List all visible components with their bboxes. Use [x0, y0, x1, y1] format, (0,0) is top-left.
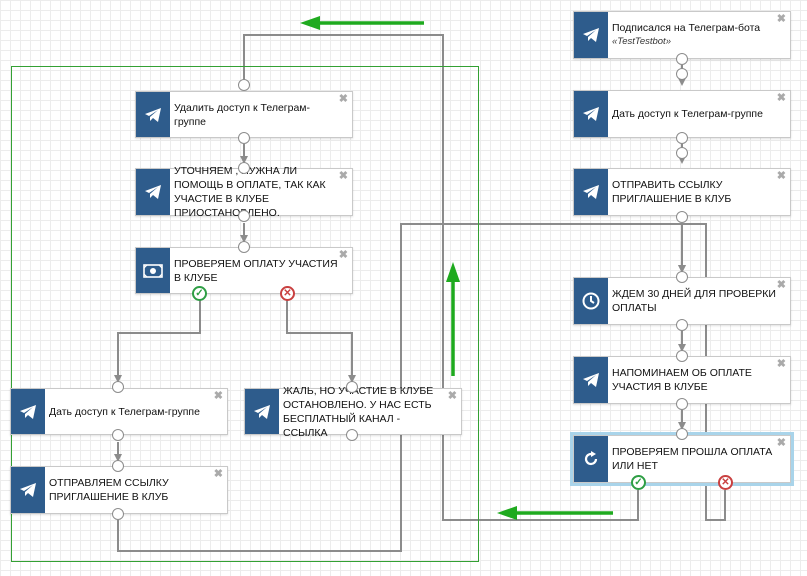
output-port[interactable]	[346, 429, 358, 441]
telegram-icon	[574, 12, 608, 58]
close-icon[interactable]: ✖	[776, 437, 786, 449]
annotation-arrow-left-top-head	[300, 16, 320, 30]
node-title: Подписался на Телеграм-бота	[612, 22, 761, 34]
input-port[interactable]	[238, 241, 250, 253]
output-port[interactable]	[676, 211, 688, 223]
close-icon[interactable]: ✖	[338, 249, 348, 261]
telegram-icon	[574, 169, 608, 215]
output-port[interactable]	[676, 132, 688, 144]
node-title: ПРОВЕРЯЕМ ОПЛАТУ УЧАСТИЯ В КЛУБЕ	[174, 257, 338, 284]
annotation-arrow-up-head	[446, 262, 460, 282]
input-port[interactable]	[112, 381, 124, 393]
node-send-invite-left[interactable]: ОТПРАВЛЯЕМ ССЫЛКУ ПРИГЛАШЕНИЕ В КЛУБ ✖	[10, 466, 228, 514]
connector	[682, 223, 726, 521]
connector	[286, 300, 356, 383]
node-title: Удалить доступ к Телеграм-группе	[174, 101, 311, 128]
node-title: НАПОМИНАЕМ ОБ ОПЛАТЕ УЧАСТИЯ В КЛУБЕ	[612, 367, 752, 393]
close-icon[interactable]: ✖	[447, 390, 457, 402]
output-port[interactable]	[676, 53, 688, 65]
output-port[interactable]	[676, 398, 688, 410]
output-port[interactable]	[112, 429, 124, 441]
input-port[interactable]	[676, 271, 688, 283]
node-club-stopped[interactable]: ЖАЛЬ, НО УЧАСТИЕ В КЛУБЕ ОСТАНОВЛЕНО. У …	[244, 385, 462, 439]
input-port[interactable]	[112, 460, 124, 472]
telegram-icon	[574, 357, 608, 403]
node-ask-help[interactable]: УТОЧНЯЕМ , НУЖНА ЛИ ПОМОЩЬ В ОПЛАТЕ, ТАК…	[135, 165, 353, 219]
refresh-icon	[574, 436, 608, 482]
node-wait-30-days[interactable]: ЖДЕМ 30 ДНЕЙ ДЛЯ ПРОВЕРКИ ОПЛАТЫ ✖	[573, 277, 791, 325]
condition-yes-icon[interactable]: ✓	[631, 475, 646, 490]
node-title: ОТПРАВЛЯЕМ ССЫЛКУ ПРИГЛАШЕНИЕ В КЛУБ	[49, 477, 169, 503]
node-give-access-left[interactable]: Дать доступ к Телеграм-группе ✖	[10, 388, 228, 435]
input-port[interactable]	[676, 68, 688, 80]
input-port[interactable]	[238, 79, 250, 91]
close-icon[interactable]: ✖	[338, 170, 348, 182]
close-icon[interactable]: ✖	[776, 279, 786, 291]
node-title: Дать доступ к Телеграм-группе	[612, 108, 763, 120]
connector	[114, 300, 201, 383]
node-payment-reminder[interactable]: НАПОМИНАЕМ ОБ ОПЛАТЕ УЧАСТИЯ В КЛУБЕ ✖	[573, 356, 791, 404]
node-give-access[interactable]: Дать доступ к Телеграм-группе ✖	[573, 90, 791, 138]
condition-no-icon[interactable]: ✕	[718, 475, 733, 490]
input-port[interactable]	[676, 147, 688, 159]
node-check-club-payment[interactable]: ПРОВЕРЯЕМ ОПЛАТУ УЧАСТИЯ В КЛУБЕ ✖	[135, 247, 353, 294]
telegram-icon	[574, 91, 608, 137]
node-subtitle: «TestTestbot»	[612, 36, 671, 47]
connector	[240, 34, 639, 521]
output-port[interactable]	[112, 508, 124, 520]
close-icon[interactable]: ✖	[213, 390, 223, 402]
telegram-icon	[11, 467, 45, 513]
input-port[interactable]	[238, 162, 250, 174]
close-icon[interactable]: ✖	[338, 93, 348, 105]
close-icon[interactable]: ✖	[776, 358, 786, 370]
input-port[interactable]	[676, 428, 688, 440]
node-title: ОТПРАВИТЬ ССЫЛКУ ПРИГЛАШЕНИЕ В КЛУБ	[612, 179, 732, 205]
input-port[interactable]	[346, 381, 358, 393]
condition-no-icon[interactable]: ✕	[280, 286, 295, 301]
output-port[interactable]	[238, 132, 250, 144]
node-title: ЖДЕМ 30 ДНЕЙ ДЛЯ ПРОВЕРКИ ОПЛАТЫ	[612, 288, 776, 314]
telegram-icon	[136, 169, 170, 215]
close-icon[interactable]: ✖	[776, 13, 786, 25]
close-icon[interactable]: ✖	[213, 468, 223, 480]
clock-icon	[574, 278, 608, 324]
input-port[interactable]	[676, 350, 688, 362]
connector	[117, 223, 686, 552]
node-title: УТОЧНЯЕМ , НУЖНА ЛИ ПОМОЩЬ В ОПЛАТЕ, ТАК…	[174, 165, 326, 219]
node-send-invite-link[interactable]: ОТПРАВИТЬ ССЫЛКУ ПРИГЛАШЕНИЕ В КЛУБ ✖	[573, 168, 791, 216]
money-icon	[136, 248, 170, 293]
telegram-icon	[136, 92, 170, 137]
node-remove-access[interactable]: Удалить доступ к Телеграм-группе ✖	[135, 91, 353, 138]
close-icon[interactable]: ✖	[776, 170, 786, 182]
annotation-arrow-left-bottom-head	[497, 506, 517, 520]
close-icon[interactable]: ✖	[776, 92, 786, 104]
telegram-icon	[11, 389, 45, 434]
node-telegram-subscribe[interactable]: Подписался на Телеграм-бота «TestTestbot…	[573, 11, 791, 59]
node-check-payment[interactable]: ПРОВЕРЯЕМ ПРОШЛА ОПЛАТА ИЛИ НЕТ ✖	[570, 432, 794, 486]
output-port[interactable]	[238, 210, 250, 222]
telegram-icon	[245, 389, 279, 434]
node-title: Дать доступ к Телеграм-группе	[49, 405, 200, 418]
condition-yes-icon[interactable]: ✓	[192, 286, 207, 301]
output-port[interactable]	[676, 319, 688, 331]
node-title: ПРОВЕРЯЕМ ПРОШЛА ОПЛАТА ИЛИ НЕТ	[612, 446, 773, 472]
node-title: ЖАЛЬ, НО УЧАСТИЕ В КЛУБЕ ОСТАНОВЛЕНО. У …	[283, 384, 434, 439]
